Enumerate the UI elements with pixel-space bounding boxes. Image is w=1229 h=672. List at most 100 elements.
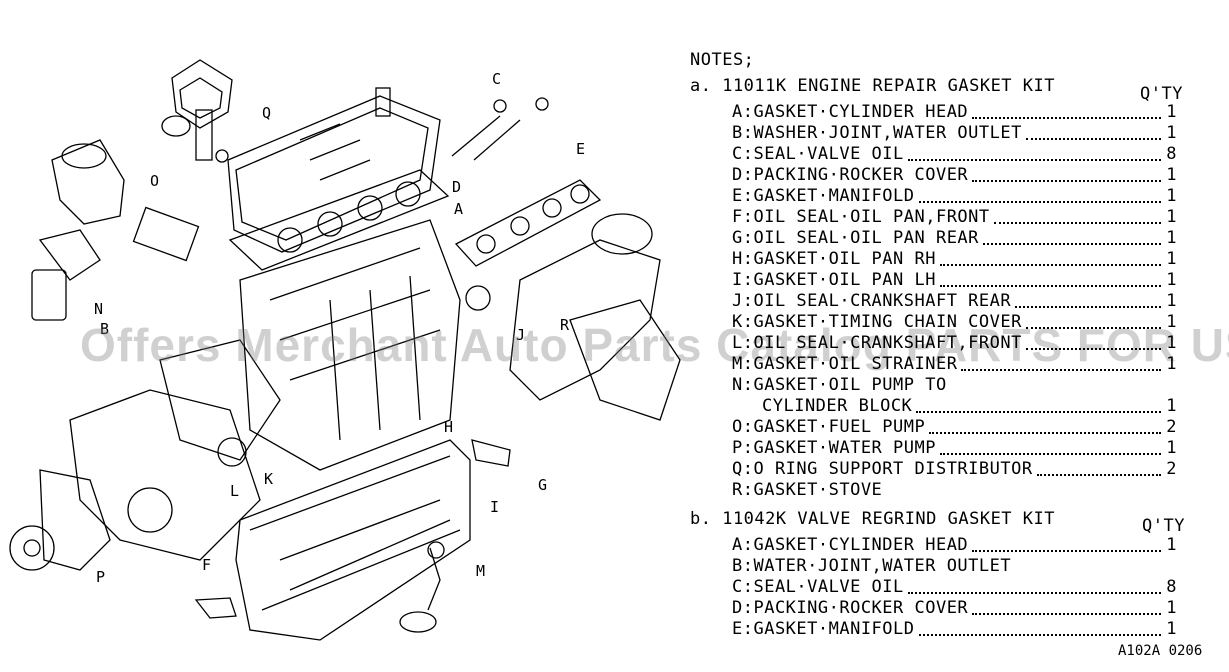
kit-a-item-label: M:GASKET·OIL STRAINER (732, 354, 958, 374)
engine-exploded-diagram: A B C D E F G H I J K L M N O P Q R (9, 59, 681, 641)
kit-a-item: I:GASKET·OIL PAN LH 1 (732, 270, 1177, 291)
kit-a-item-label: L:OIL SEAL·CRANKSHAFT,FRONT (732, 333, 1022, 353)
kit-a-item-qty: 1 (1166, 354, 1177, 374)
kit-a-item-qty: 1 (1166, 207, 1177, 227)
kit-a-item-label: F:OIL SEAL·OIL PAN,FRONT (732, 207, 990, 227)
dot-leader (982, 233, 1161, 245)
kit-b-heading: b. 11042K VALVE REGRIND GASKET KIT (690, 509, 1055, 529)
kit-a-item-qty: 1 (1166, 438, 1177, 458)
callout-f: F (202, 556, 211, 574)
kit-b-item-qty: 1 (1166, 535, 1177, 555)
front-crank-seal-drawing (217, 437, 247, 467)
callout-k: K (264, 470, 273, 488)
engine-block-drawing (239, 219, 461, 471)
kit-a-item: B:WASHER·JOINT,WATER OUTLET 1 (732, 123, 1177, 144)
callout-n: N (94, 300, 103, 318)
kit-a-item-label: R:GASKET·STOVE (732, 480, 883, 500)
kit-a-item: N:GASKET·OIL PUMP TO (732, 375, 1177, 396)
kit-b-item-label: B:WATER·JOINT,WATER OUTLET (732, 556, 1012, 576)
kit-a-item-qty: 2 (1166, 459, 1177, 479)
kit-b-item-label: C:SEAL·VALVE OIL (732, 577, 904, 597)
kit-a-item-label: Q:O RING SUPPORT DISTRIBUTOR (732, 459, 1033, 479)
dot-leader (972, 603, 1161, 615)
kit-a-item-qty: 1 (1166, 270, 1177, 290)
callout-d: D (452, 178, 461, 196)
head-gasket-drawing (228, 169, 450, 271)
kit-a-item-label: N:GASKET·OIL PUMP TO (732, 375, 947, 395)
water-pump-drawing (9, 469, 111, 571)
kit-a-item-qty: 1 (1166, 228, 1177, 248)
valve-seals-drawing (451, 97, 549, 161)
continuation-label: CYLINDER BLOCK (762, 396, 913, 416)
kit-a-item-label: H:GASKET·OIL PAN RH (732, 249, 936, 269)
kit-b-item: C:SEAL·VALVE OIL 8 (732, 577, 1177, 598)
kit-a-item-qty: 1 (1166, 333, 1177, 353)
dot-leader (939, 254, 1161, 266)
callout-e: E (576, 140, 585, 158)
dot-leader (972, 107, 1161, 119)
kit-b-item-label: A:GASKET·CYLINDER HEAD (732, 535, 969, 555)
kit-b-item-label: E:GASKET·MANIFOLD (732, 619, 915, 639)
kit-a-item-qty: 1 (1166, 312, 1177, 332)
kit-a-item-qty: 1 (1166, 291, 1177, 311)
kit-b-item-qty: 8 (1166, 577, 1177, 597)
kit-a-item: F:OIL SEAL·OIL PAN,FRONT 1 (732, 207, 1177, 228)
dot-leader (972, 170, 1161, 182)
callout-q: Q (262, 104, 271, 122)
dot-leader (1025, 317, 1161, 329)
kit-a-item-label: C:SEAL·VALVE OIL (732, 144, 904, 164)
callout-labels: A B C D E F G H I J K L M N O P Q R (94, 70, 585, 586)
kit-a-item: P:GASKET·WATER PUMP 1 (732, 438, 1177, 459)
front-oil-pan-seal-drawing (194, 597, 237, 619)
kit-b-item: B:WATER·JOINT,WATER OUTLET (732, 556, 1177, 577)
kit-a-item: M:GASKET·OIL STRAINER 1 (732, 354, 1177, 375)
kit-a-item-label: B:WASHER·JOINT,WATER OUTLET (732, 123, 1022, 143)
callout-c: C (492, 70, 501, 88)
rear-crank-seal-drawing (465, 285, 491, 311)
kit-a-heading: a. 11011K ENGINE REPAIR GASKET KIT (690, 76, 1055, 96)
dot-leader (1025, 128, 1161, 140)
dot-leader (1025, 338, 1161, 350)
kit-a-item: L:OIL SEAL·CRANKSHAFT,FRONT 1 (732, 333, 1177, 354)
kit-a-item-label: I:GASKET·OIL PAN LH (732, 270, 936, 290)
kit-a-item-label: D:PACKING·ROCKER COVER (732, 165, 969, 185)
distributor-drawing (161, 59, 233, 163)
callout-l: L (230, 482, 239, 500)
callout-b: B (100, 320, 109, 338)
kit-a-item-qty: 1 (1166, 186, 1177, 206)
dot-leader (1015, 296, 1161, 308)
dot-leader (916, 401, 1161, 413)
dot-leader (939, 443, 1161, 455)
drawing-code: A102A 0206 (1118, 643, 1203, 659)
dot-leader (939, 275, 1161, 287)
oil-pan-drawing (235, 439, 471, 641)
kit-a-item-qty: 2 (1166, 417, 1177, 437)
kit-a-item: Q:O RING SUPPORT DISTRIBUTOR 2 (732, 459, 1177, 480)
kit-a-item-qty: 1 (1166, 102, 1177, 122)
dot-leader (929, 422, 1161, 434)
kit-a-qty-header: Q'TY (1140, 84, 1183, 104)
dot-leader (972, 540, 1161, 552)
kit-a-item-qty: 1 (1166, 123, 1177, 143)
callout-o: O (150, 172, 159, 190)
dot-leader (918, 191, 1161, 203)
callout-h: H (444, 418, 453, 436)
kit-a-item-label: K:GASKET·TIMING CHAIN COVER (732, 312, 1022, 332)
timing-cover-drawing (69, 339, 281, 561)
kit-a-item-label: J:OIL SEAL·CRANKSHAFT REAR (732, 291, 1012, 311)
notes-title: NOTES; (690, 50, 755, 70)
kit-a-item: R:GASKET·STOVE (732, 480, 1177, 501)
kit-b-item-qty: 1 (1166, 619, 1177, 639)
kit-a-item: K:GASKET·TIMING CHAIN COVER 1 (732, 312, 1177, 333)
rear-oil-pan-seal-drawing (471, 439, 511, 467)
callout-j: J (516, 326, 525, 344)
kit-a-item-label: P:GASKET·WATER PUMP (732, 438, 936, 458)
oil-strainer-drawing (399, 541, 445, 633)
callout-m: M (476, 562, 485, 580)
